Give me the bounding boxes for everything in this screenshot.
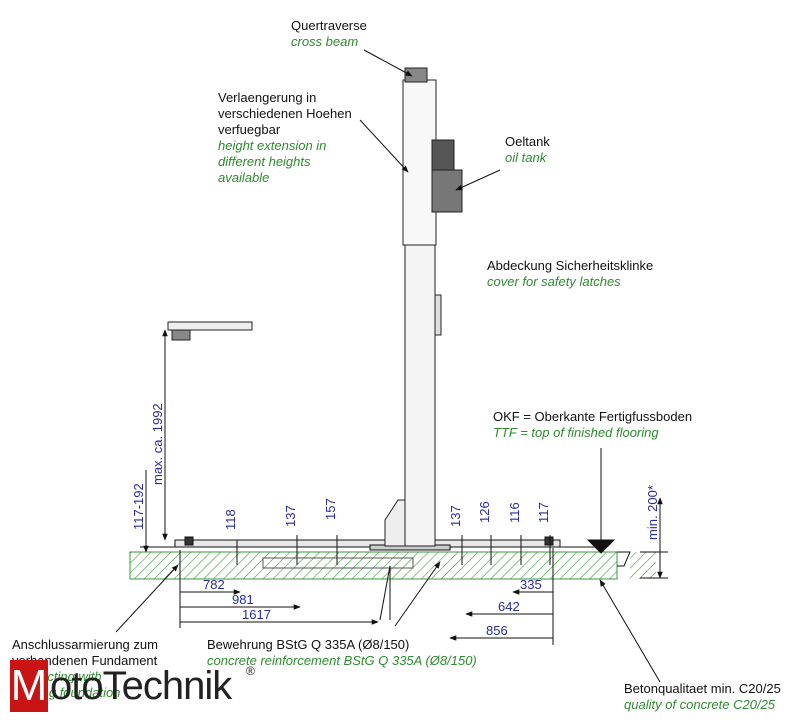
dim-top-137-right: 137 xyxy=(448,505,463,527)
dim-1617: 1617 xyxy=(242,607,271,622)
dim-top-137-left: 137 xyxy=(283,505,298,527)
dim-top-157: 157 xyxy=(323,498,338,520)
label-concrete: Betonqualitaet min. C20/25 quality of co… xyxy=(624,681,781,712)
dim-981: 981 xyxy=(232,592,254,607)
dim-left-height-range: 117-192 xyxy=(131,483,146,530)
dim-642: 642 xyxy=(498,599,520,614)
dim-top-118: 118 xyxy=(223,509,238,530)
logo-letter: M xyxy=(10,660,48,712)
dim-856: 856 xyxy=(486,623,508,638)
dim-335: 335 xyxy=(520,577,542,592)
lift-arm xyxy=(167,321,253,341)
label-height-extension: Verlaengerung in verschiedenen Hoehen ve… xyxy=(218,90,352,185)
dim-top-117: 117 xyxy=(536,502,551,523)
dim-top-116: 116 xyxy=(507,502,522,523)
lift-column xyxy=(384,67,463,547)
dim-top-126: 126 xyxy=(477,501,492,523)
dim-min-depth: min. 200* xyxy=(645,485,660,540)
label-reinforcement: Bewehrung BStG Q 335A (Ø8/150) concrete … xyxy=(207,637,477,668)
label-okf: OKF = Oberkante Fertigfussboden TTF = to… xyxy=(493,409,693,440)
dim-max-height: max. ca. 1992 xyxy=(150,403,165,485)
dim-782: 782 xyxy=(203,577,225,592)
label-cross-beam: Quertraverse cross beam xyxy=(291,18,367,49)
base-plate xyxy=(140,536,600,551)
label-latch-cover: Abdeckung Sicherheitsklinke cover for sa… xyxy=(487,258,654,289)
logo-registered-mark: ® xyxy=(246,664,255,678)
logo-text: otoTechnik xyxy=(50,664,232,708)
label-oil-tank: Oeltank oil tank xyxy=(505,134,550,165)
mototechnik-logo: M otoTechnik ® xyxy=(10,660,255,716)
concrete-slab xyxy=(129,551,656,580)
